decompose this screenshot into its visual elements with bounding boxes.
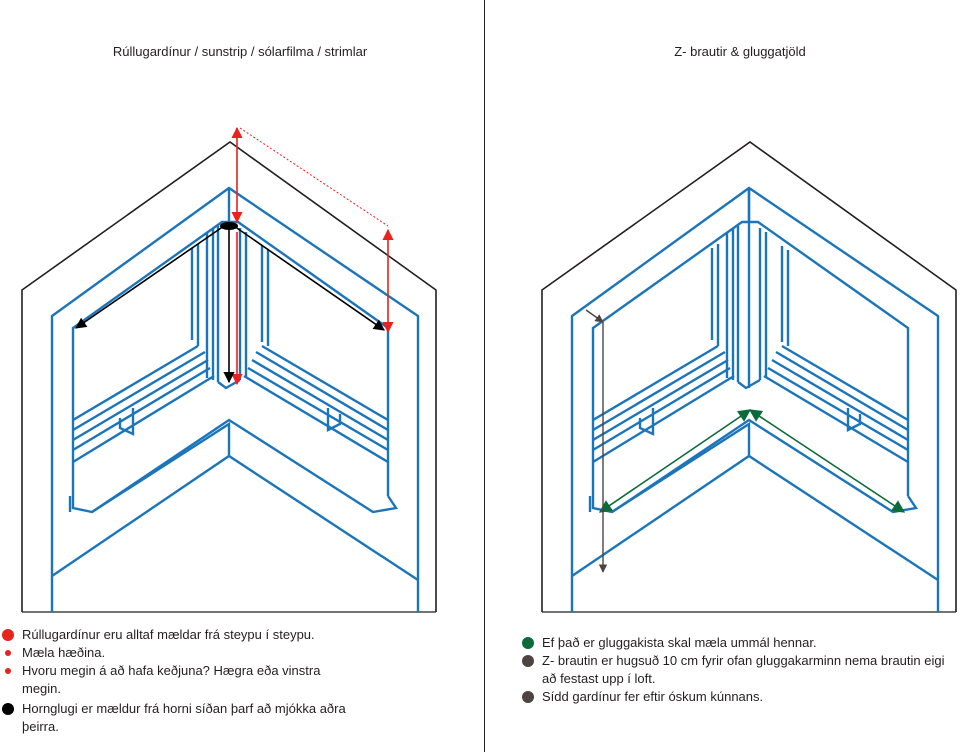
legend-item: Hvoru megin á að hafa keðjuna? Hægra eða… [0, 662, 360, 698]
red-small-dot-icon [5, 650, 11, 656]
right-corner-window [570, 186, 940, 614]
window-diagrams [21, 126, 957, 614]
legend-item: Z- brautin er hugsuð 10 cm fyrir ofan gl… [520, 652, 960, 688]
red-large-dot-icon [2, 629, 14, 641]
legend-text: Sídd gardínur fer eftir óskum kúnnans. [542, 689, 764, 704]
black-width-measure [75, 222, 385, 384]
brown-large-dot-icon [522, 691, 534, 703]
left-panel-title: Rúllugardínur / sunstrip / sólarfilma / … [112, 44, 368, 59]
legend-item: Ef það er gluggakista skal mæla ummál he… [520, 634, 960, 652]
left-legend: Rúllugardínur eru alltaf mældar frá stey… [0, 626, 360, 736]
left-corner-window [50, 186, 420, 614]
brown-large-dot-icon [522, 655, 534, 667]
legend-text: Hvoru megin á að hafa keðjuna? Hægra eða… [22, 663, 321, 696]
legend-text: Rúllugardínur eru alltaf mældar frá stey… [22, 627, 315, 642]
legend-text: Ef það er gluggakista skal mæla ummál he… [542, 635, 817, 650]
legend-text: Mæla hæðina. [22, 645, 106, 660]
legend-item: Sídd gardínur fer eftir óskum kúnnans. [520, 688, 960, 706]
right-panel-title: Z- brautir & gluggatjöld [674, 44, 806, 59]
green-large-dot-icon [522, 637, 534, 649]
legend-item: Hornglugi er mældur frá horni síðan þarf… [0, 700, 360, 736]
black-large-dot-icon [2, 703, 14, 715]
red-height-measure [231, 126, 394, 386]
brown-drop-measure [585, 309, 608, 573]
legend-text: Z- brautin er hugsuð 10 cm fyrir ofan gl… [542, 653, 945, 686]
green-sill-measure [598, 409, 906, 513]
legend-item: Mæla hæðina. [0, 644, 360, 662]
legend-text: Hornglugi er mældur frá horni síðan þarf… [22, 701, 346, 734]
left-house-outline [21, 141, 437, 613]
panel-divider [484, 0, 485, 752]
right-legend: Ef það er gluggakista skal mæla ummál he… [520, 634, 960, 706]
legend-item: Rúllugardínur eru alltaf mældar frá stey… [0, 626, 360, 644]
red-small-dot-icon [5, 668, 11, 674]
right-house-outline [541, 141, 957, 613]
